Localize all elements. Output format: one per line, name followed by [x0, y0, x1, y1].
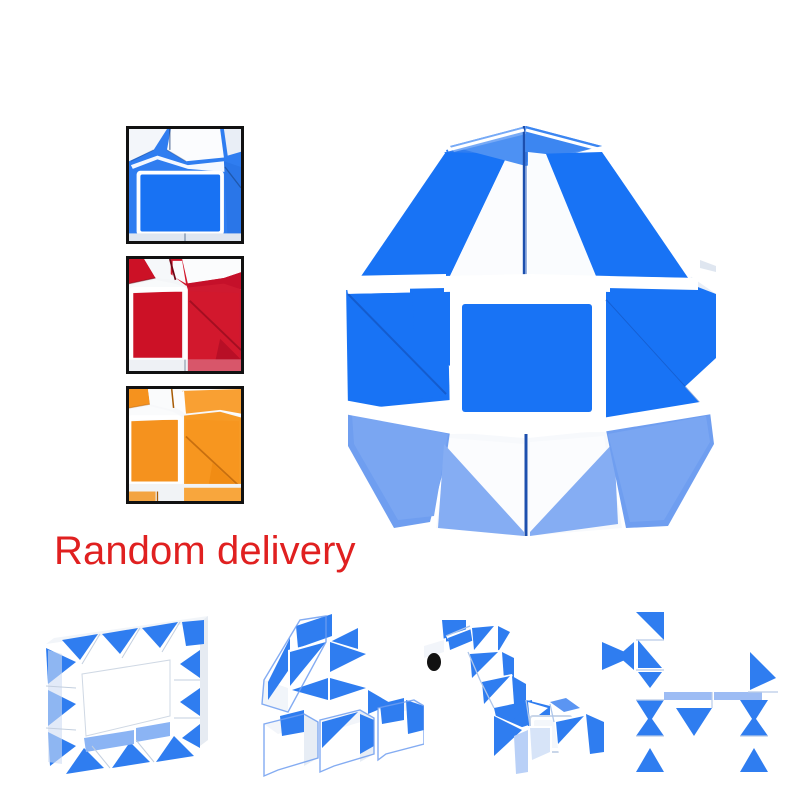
shape-dinosaur-image [422, 618, 604, 774]
shape-folded-stack [228, 596, 424, 792]
thumbnail-strip [126, 126, 244, 516]
thumbnail-orange-image [129, 389, 241, 501]
shape-dog-image [600, 610, 778, 772]
shape-rectangle-frame [24, 596, 220, 792]
thumbnail-blue-image [129, 129, 241, 241]
thumbnail-red[interactable] [126, 256, 244, 374]
thumbnail-red-image [129, 259, 241, 371]
shape-dinosaur [408, 596, 604, 792]
thumbnail-blue[interactable] [126, 126, 244, 244]
shape-rectangle-frame-image [45, 616, 208, 774]
thumbnail-orange[interactable] [126, 386, 244, 504]
shape-folded-stack-image [261, 612, 424, 778]
shape-dog [592, 596, 788, 792]
page-title: Random delivery [54, 529, 356, 573]
hero-snake-ball [338, 108, 722, 536]
main-product-photo [338, 108, 722, 536]
shape-examples-row [0, 596, 800, 792]
